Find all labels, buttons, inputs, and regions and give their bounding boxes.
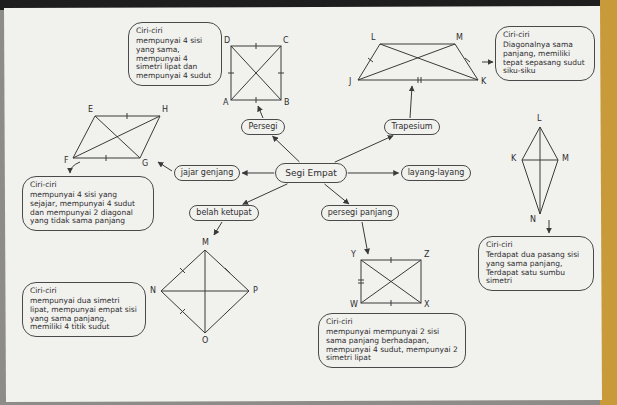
vertex-letter: K	[481, 78, 486, 86]
shape-name: persegi panjang	[321, 205, 400, 221]
rhombus-drawing	[161, 250, 249, 333]
property-cloud: Ciri-cirimempunyai 4 sisi yang sejajar, …	[22, 176, 154, 231]
kite-drawing	[522, 127, 558, 214]
shape-name: Persegi	[241, 119, 284, 135]
vertex-letter: L	[371, 34, 375, 42]
shape-name: layang-layang	[401, 165, 472, 181]
note-heading: Ciri-ciri	[30, 287, 138, 296]
note-heading: Ciri-ciri	[136, 27, 214, 36]
node-text: Segi Empat	[285, 168, 337, 179]
node-text: mempunyai dua simetri lipat, mempunyai e…	[30, 297, 138, 332]
node-text: Diagonalnya sama panjang, memiliki tepat…	[503, 41, 587, 76]
node-text: Persegi	[248, 122, 277, 132]
property-cloud: Ciri-cirimempunyai dua simetri lipat, me…	[22, 282, 146, 337]
property-cloud: Ciri-ciriTerdapat dua pasang sisi yang s…	[478, 236, 594, 291]
vertex-letter: G	[142, 160, 148, 168]
vertex-letter: E	[88, 106, 93, 114]
branch-arrow	[335, 136, 393, 163]
shape-name: Trapesium	[384, 119, 439, 135]
vertex-letter: N	[530, 216, 536, 224]
shape-name: belah ketupat	[189, 205, 258, 221]
orange-edge	[600, 0, 617, 405]
branch-arrow	[242, 172, 274, 173]
node-text: layang-layang	[408, 168, 465, 178]
vertex-letter: L	[537, 115, 541, 123]
branch-arrow	[325, 184, 349, 204]
square-drawing	[228, 43, 284, 103]
vertex-letter: M	[562, 155, 569, 163]
branch-arrow	[243, 184, 288, 205]
rectangle-drawing	[358, 257, 421, 306]
shape-name: jajar genjang	[174, 165, 240, 181]
node-text: mempunyai 4 sisi yang sejajar, mempunyai…	[30, 191, 146, 226]
node-text: persegi panjang	[328, 208, 393, 218]
vertex-letter: M	[202, 239, 209, 247]
note-heading: Ciri-ciri	[486, 241, 586, 250]
note-heading: Ciri-ciri	[30, 181, 146, 190]
topic-cloud: Segi Empat	[275, 163, 347, 184]
branch-arrow	[348, 172, 399, 173]
property-cloud: Ciri-cirimempunyai 4 sisi yang sama, mem…	[128, 22, 222, 86]
branch-arrow	[273, 136, 300, 162]
vertex-letter: X	[424, 301, 429, 309]
parallelogram-drawing	[73, 113, 160, 161]
trapezoid-drawing	[358, 44, 478, 83]
note-heading: Ciri-ciri	[503, 31, 587, 40]
vertex-letter: W	[350, 301, 358, 309]
note-heading: Ciri-ciri	[326, 318, 458, 327]
node-text: belah ketupat	[196, 208, 251, 218]
node-text: jajar genjang	[181, 168, 233, 178]
vertex-letter: A	[223, 99, 228, 107]
vertex-letter: D	[224, 37, 230, 45]
vertex-letter: J	[349, 78, 351, 86]
vertex-letter: P	[253, 287, 258, 295]
vertex-letter: O	[202, 337, 208, 345]
node-text: Trapesium	[391, 122, 432, 132]
node-text: mempunyai mempunyai 2 sisi sama panjang …	[326, 328, 458, 363]
node-text: mempunyai 4 sisi yang sama, mempunyai 4 …	[136, 37, 214, 81]
leader-arrows	[70, 62, 549, 254]
vertex-letter: C	[283, 37, 289, 45]
vertex-letter: N	[150, 287, 156, 295]
node-text: Terdapat dua pasang sisi yang sama panja…	[486, 251, 586, 286]
vertex-letter: Y	[351, 251, 356, 259]
vertex-letter: H	[162, 106, 168, 114]
property-cloud: Ciri-ciriDiagonalnya sama panjang, memil…	[495, 26, 595, 81]
vertex-letter: M	[456, 34, 463, 42]
vertex-letter: F	[64, 157, 69, 165]
vertex-letter: K	[511, 155, 516, 163]
property-cloud: Ciri-cirimempunyai mempunyai 2 sisi sama…	[318, 313, 466, 368]
paper	[4, 6, 602, 402]
vertex-letter: B	[284, 99, 290, 107]
vertex-letter: Z	[424, 251, 429, 259]
